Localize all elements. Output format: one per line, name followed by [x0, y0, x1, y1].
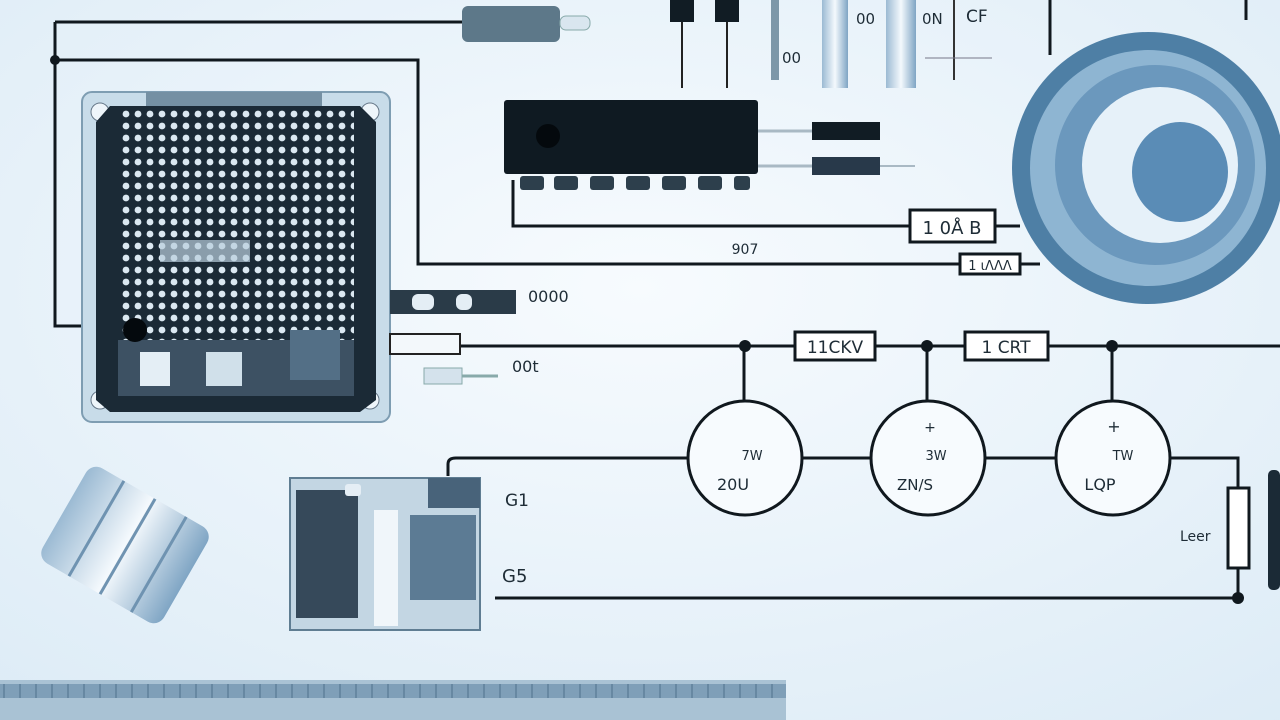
- resistor-2: [963, 330, 1050, 362]
- label-circle-2-top: 3W: [925, 449, 946, 464]
- wires: [53, 0, 1280, 600]
- bracket: [389, 290, 516, 385]
- label-top-a: 00: [856, 10, 875, 28]
- top-capacitor: [462, 6, 591, 42]
- junction-dots: [50, 55, 1244, 604]
- metal-bar-1: [822, 0, 848, 88]
- top-diodes: [670, 0, 779, 88]
- label-res-right: Leer: [1180, 529, 1211, 545]
- label-circle-1-top: 7W: [741, 449, 762, 464]
- resistor-right: [1226, 486, 1251, 570]
- label-top-b: 0N: [922, 10, 943, 28]
- meter-circle-3: + TW LQP: [1054, 399, 1172, 517]
- resistor-1: [793, 330, 877, 362]
- label-bracket: 0000: [528, 287, 569, 306]
- label-mid-note: 907: [732, 242, 759, 258]
- relay-module: [289, 477, 481, 631]
- plus-icon: +: [924, 420, 936, 436]
- ic-chip: [504, 100, 915, 190]
- label-circle-3-top: TW: [1112, 449, 1134, 464]
- resistor-small: [958, 252, 1022, 276]
- label-res-1: 11CKV: [807, 338, 864, 358]
- label-module-g5: G5: [502, 566, 527, 587]
- label-circle-2-bottom: ZN/S: [897, 476, 933, 494]
- ruler: [0, 680, 786, 720]
- label-small-part: 00t: [512, 357, 539, 376]
- resistor-top: [908, 208, 997, 244]
- label-module-g1: G1: [505, 491, 529, 511]
- meter-circle-2: + 3W ZN/S: [869, 399, 987, 517]
- label-res-small: 1 ιΛΛΛ: [968, 259, 1012, 274]
- label-top-c: CF: [966, 7, 988, 27]
- label-circle-3-bottom: LQP: [1084, 475, 1116, 494]
- speaker: [1012, 32, 1280, 304]
- meter-circle-1: 7W 20U: [686, 399, 804, 517]
- metal-bar-2: [886, 0, 916, 88]
- metal-cylinder: [41, 466, 209, 624]
- plus-icon: +: [1107, 417, 1120, 436]
- label-res-top: 1 0Å B: [922, 217, 981, 239]
- label-circle-1-bottom: 20U: [717, 475, 749, 494]
- edge-connector: [1268, 470, 1280, 590]
- label-top-d: 00: [782, 49, 801, 67]
- label-res-2: 1 CRT: [981, 338, 1031, 358]
- led-matrix-board: [81, 91, 391, 423]
